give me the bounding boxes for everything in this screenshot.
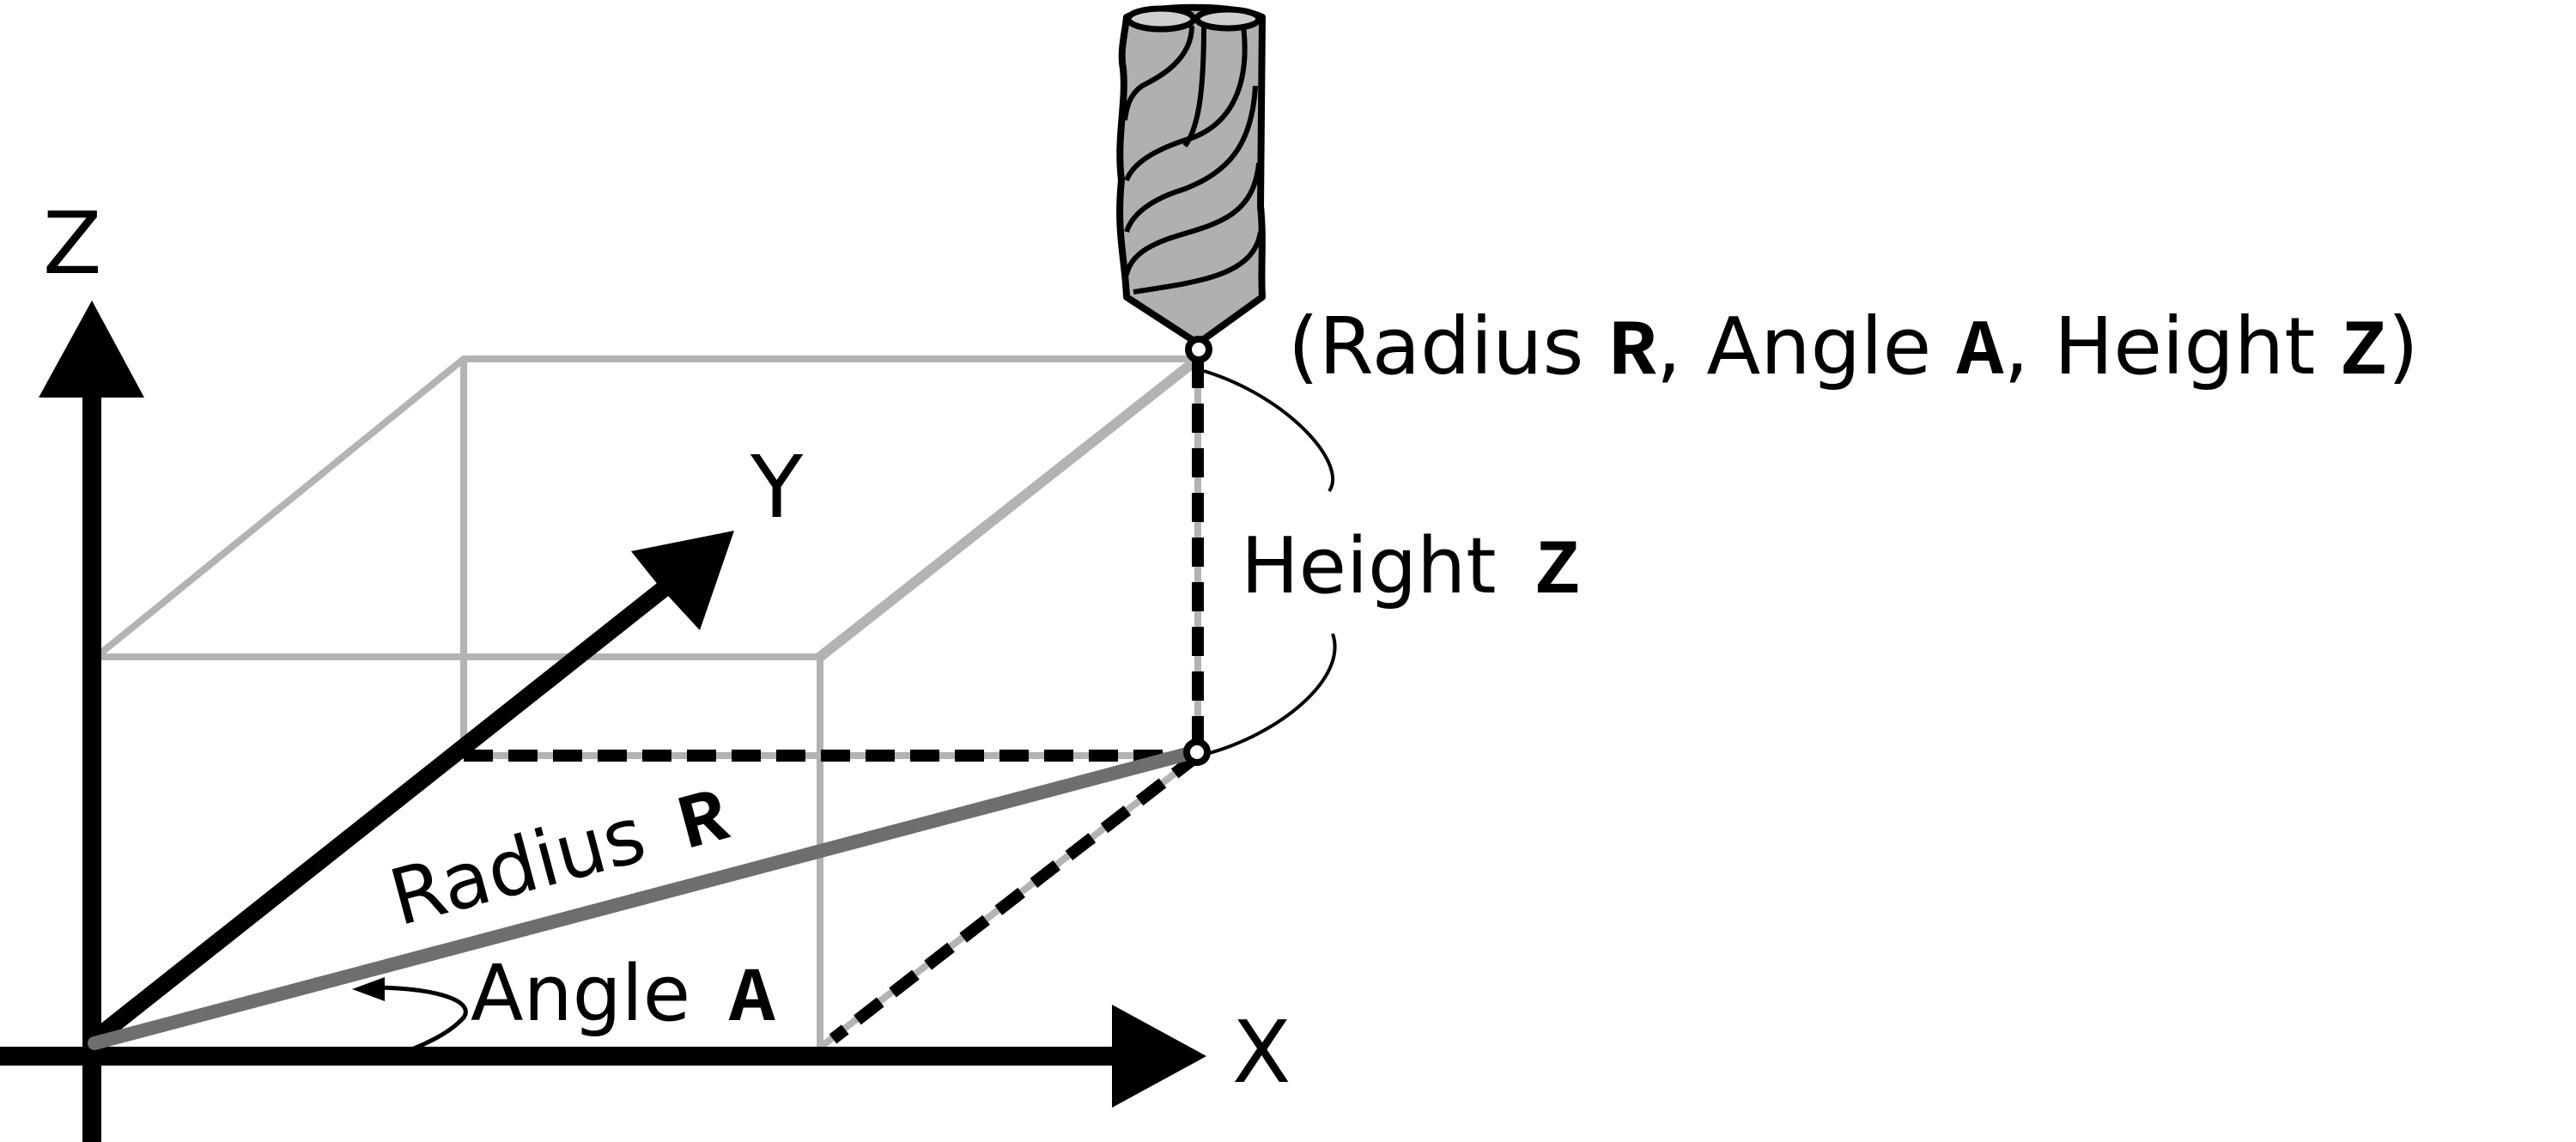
coordinate-sep-1: , [1656,301,1707,392]
end-mill-top-right [1194,6,1262,32]
end-mill-tool [1116,3,1266,347]
box-edge-top-left-diagonal [93,355,467,660]
coordinate-height-var: Z [2341,307,2388,398]
radius-line [88,745,1200,1050]
z-axis-label: Z [43,193,102,294]
coordinate-label: (Radius R, Angle A, Height Z) [1288,301,2419,398]
reference-box [93,355,1201,1051]
angle-label-word: Angle [471,949,690,1039]
projection-x-dashed [829,750,1202,1044]
coordinate-radius-word: Radius [1319,301,1609,392]
coordinate-radius-var: R [1609,307,1657,398]
box-edge-top-right-diagonal [815,354,1203,662]
projection-lines [464,359,1204,1044]
x-axis-arrowhead [1112,1005,1206,1108]
x-axis-label: X [1232,1002,1291,1103]
coordinate-angle-var: A [1956,307,2004,398]
radius-label-word: Radius [381,790,655,945]
height-label-word: Height [1241,521,1497,611]
coordinate-angle-word: Angle [1706,301,1956,392]
angle-arc-arrowhead [352,977,385,1001]
height-label-var: Z [1534,529,1581,617]
angle-arc [368,985,468,1052]
end-mill-top-left [1125,5,1197,33]
angle-label-var: A [729,957,776,1044]
radius-label-var: R [670,775,738,872]
coordinate-close-paren: ) [2388,301,2419,392]
y-axis-label: Y [750,437,804,538]
top-point-marker [1185,336,1212,363]
coordinate-height-word: Height [2054,301,2340,392]
coordinate-sep-2: , [2004,301,2055,392]
height-brace [1203,369,1337,756]
end-mill-flutes [1122,25,1263,295]
z-axis-arrowhead [39,301,144,398]
height-label: Height Z [1241,521,1581,617]
y-axis-arrowhead [631,531,734,630]
base-point-marker [1183,738,1211,766]
y-axis-line [86,577,676,1048]
angle-label: Angle A [471,949,776,1044]
coordinate-open-paren: ( [1288,301,1319,392]
axes [0,301,1206,1142]
